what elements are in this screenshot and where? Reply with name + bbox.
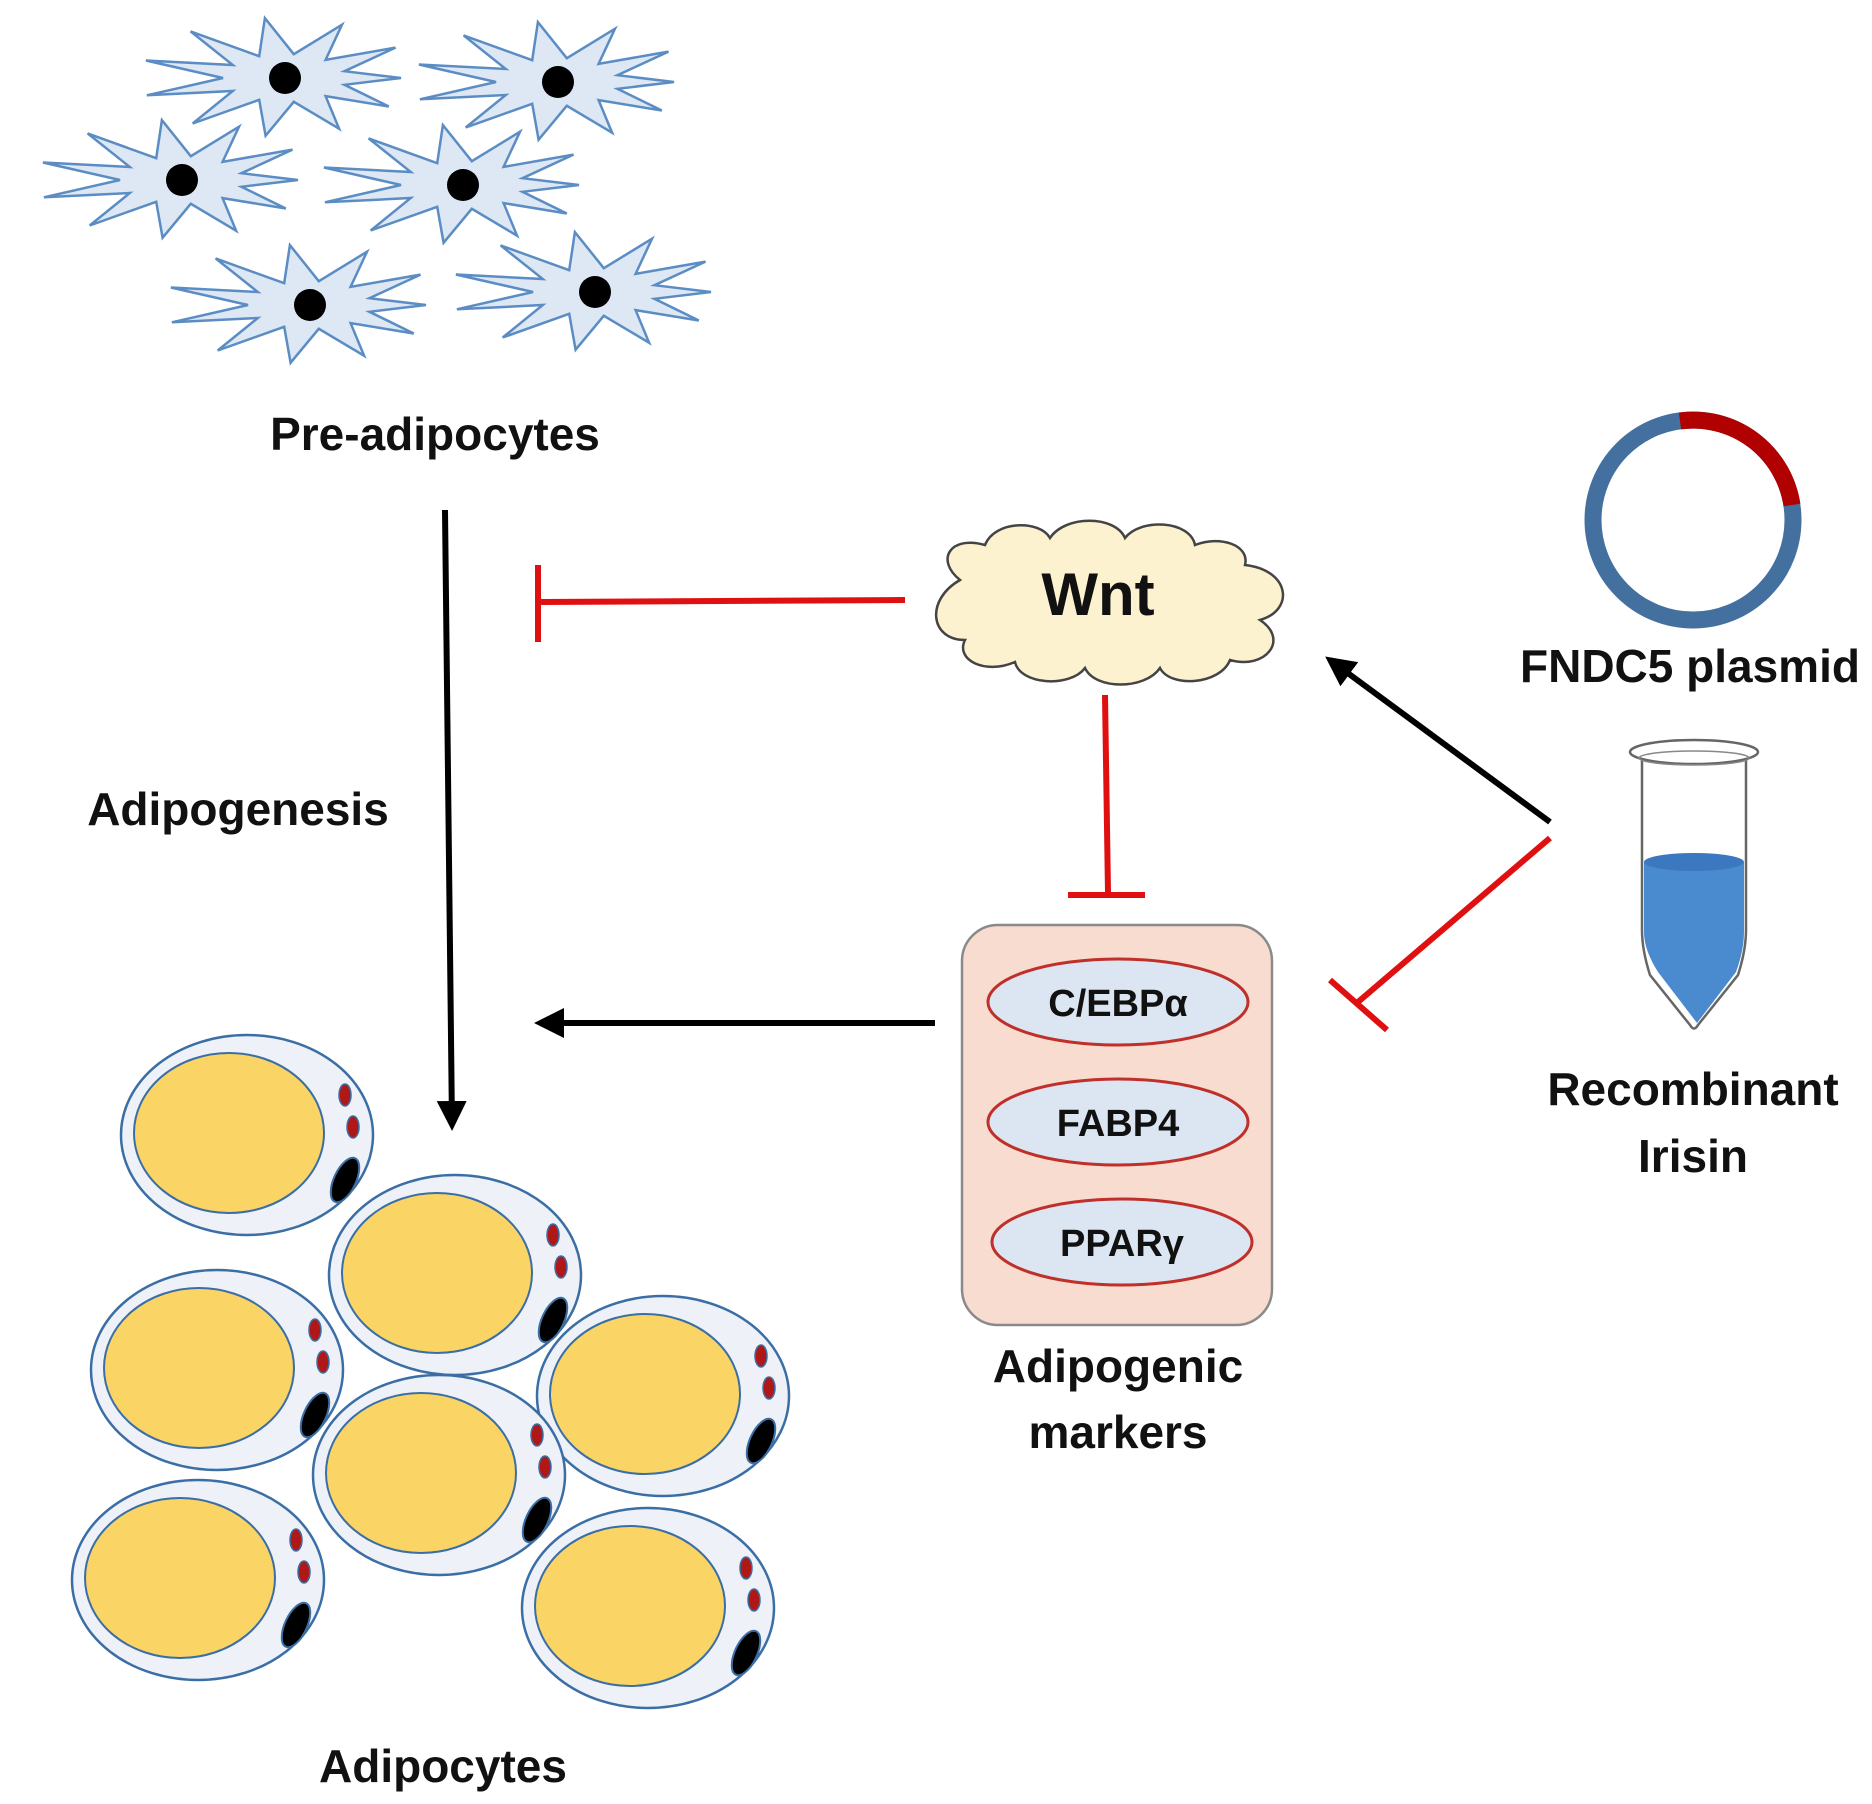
adipogenic-markers-label-line1: Adipogenic: [993, 1340, 1243, 1392]
pre-adipocytes-label: Pre-adipocytes: [270, 408, 600, 460]
irisin-inhibits-markers: [1328, 835, 1552, 1033]
pre-adipocyte-cell-icon: [170, 242, 427, 366]
adipogenesis-arrow: [436, 509, 467, 1131]
irisin-activates-wnt-arrow: [1325, 656, 1552, 825]
pre-adipocyte-cell-icon: [455, 229, 712, 353]
pre-adipocytes-cluster: [42, 15, 712, 366]
adipocytes-label: Adipocytes: [319, 1740, 567, 1792]
marker-oval: FABP4: [986, 1077, 1250, 1167]
pre-adipocyte-cell-icon: [418, 19, 675, 143]
marker-oval: C/EBPα: [986, 957, 1250, 1047]
wnt-inhibits-markers: [1068, 694, 1145, 898]
adipocyte-cell-icon: [520, 1506, 776, 1710]
pre-adipocyte-cell-icon: [323, 122, 580, 246]
pre-adipocyte-cell-icon: [145, 15, 402, 139]
fndc5-plasmid-label: FNDC5 plasmid: [1520, 640, 1860, 692]
marker-fabp4: FABP4: [1057, 1103, 1179, 1145]
adipocyte-cell-icon: [70, 1478, 326, 1682]
wnt-inhibits-adipogenesis: [535, 565, 906, 642]
marker-cebpa: C/EBPα: [1048, 983, 1188, 1025]
adipocyte-cell-icon: [119, 1033, 375, 1237]
pre-adipocyte-cell-icon: [42, 117, 299, 241]
marker-oval: PPARγ: [990, 1197, 1254, 1287]
adipocyte-cell-icon: [89, 1268, 345, 1472]
adipogenic-markers-label-line2: markers: [1028, 1406, 1207, 1458]
adipocyte-cell-icon: [311, 1373, 567, 1577]
adipocyte-cell-icon: [535, 1294, 791, 1498]
marker-pparg: PPARγ: [1060, 1223, 1184, 1265]
recombinant-irisin-label-line1: Recombinant: [1547, 1063, 1838, 1115]
adipogenesis-label: Adipogenesis: [87, 783, 389, 835]
adipocytes-cluster: [70, 1033, 791, 1710]
recombinant-irisin-tube-icon: [1628, 738, 1760, 1030]
adipocyte-cell-icon: [327, 1173, 583, 1377]
wnt-label: Wnt: [1041, 561, 1154, 628]
fndc5-plasmid-icon: [1584, 411, 1802, 629]
recombinant-irisin-label-line2: Irisin: [1638, 1130, 1748, 1182]
wnt-cloud-icon: [934, 519, 1285, 686]
